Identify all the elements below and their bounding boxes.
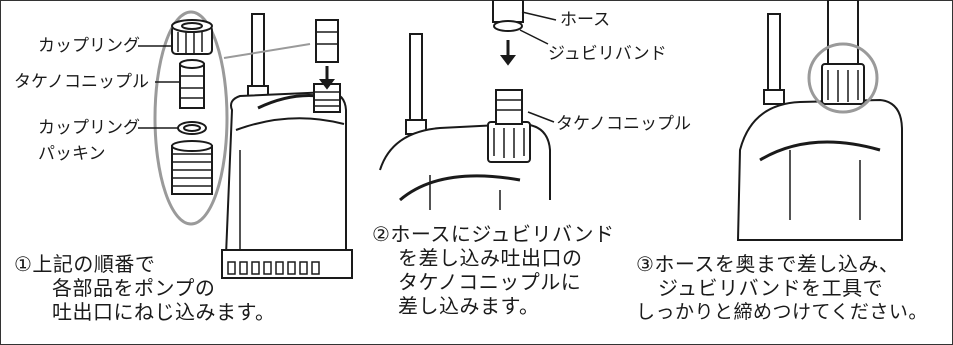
step-1-text: ①上記の順番で 各部品をポンプの 吐出口にねじ込みます。 <box>14 252 276 324</box>
label-jubilee-band: ジュビリバンド <box>548 44 667 64</box>
step-1-line-2: 各部品をポンプの <box>52 276 216 300</box>
step-3-line-1: ③ホースを奥まで差し込み、 <box>636 252 900 276</box>
label-coupling-packing-2: パッキン <box>38 144 106 164</box>
step-2-line-3: タケノコニップルに <box>398 270 582 294</box>
band-highlight-circle <box>807 42 879 114</box>
step-1-line-3: 吐出口にねじ込みます。 <box>52 300 276 324</box>
step-3-line-2: ジュビリバンドを工具で <box>658 276 884 300</box>
step-2-line-4: 差し込みます。 <box>398 294 540 318</box>
takenoko-nipple-part <box>179 59 205 109</box>
pump-1 <box>221 13 353 279</box>
label-takenoko-nipple-2: タケノコニップル <box>556 114 691 134</box>
step-1-line-1: ①上記の順番で <box>14 252 156 276</box>
step-2-line-2: を差し込み吐出口の <box>398 246 583 270</box>
step-3-line-3: しっかりと締めつけてください。 <box>636 301 928 323</box>
step-2-text: ②ホースにジュビリバンド を差し込み吐出口の タケノコニップルに 差し込みます。 <box>372 222 615 318</box>
pump-3 <box>736 0 903 241</box>
threaded-outlet-part <box>171 140 213 195</box>
label-coupling-ring: カップリング <box>38 36 140 56</box>
step-2-line-1: ②ホースにジュビリバンド <box>372 222 615 246</box>
coupling-ring-part <box>171 19 213 55</box>
step-3-text: ③ホースを奥まで差し込み、 ジュビリバンドを工具で しっかりと締めつけてください… <box>636 252 928 324</box>
label-coupling-packing-1: カップリング <box>38 118 140 138</box>
packing-part <box>177 121 207 135</box>
pump-2 <box>379 0 551 210</box>
label-takenoko-nipple: タケノコニップル <box>14 72 149 92</box>
label-hose: ホース <box>560 10 611 30</box>
parts-highlight-oval <box>153 10 229 226</box>
